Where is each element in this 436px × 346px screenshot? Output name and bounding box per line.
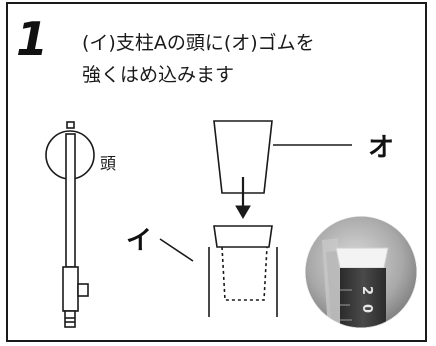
step-number: 1 (16, 12, 49, 66)
arrow-down-icon (235, 177, 251, 219)
photo-marking-2: 2 (359, 286, 374, 295)
photo-marking-0: 0 (359, 304, 374, 313)
step-panel (6, 2, 427, 342)
rubber-label: オ (368, 133, 395, 163)
head-label: 頭 (100, 154, 117, 173)
instruction-line-2: 強くはめ込みます (82, 64, 235, 86)
instruction-line-1: (イ)支柱Aの頭に(オ)ゴムを (82, 32, 315, 54)
post-drawing (45, 121, 95, 328)
rubber-drawing (213, 120, 352, 194)
photo-inset: 2 0 (305, 216, 417, 328)
assembled-drawing (159, 225, 278, 317)
post-label: イ (126, 226, 153, 256)
